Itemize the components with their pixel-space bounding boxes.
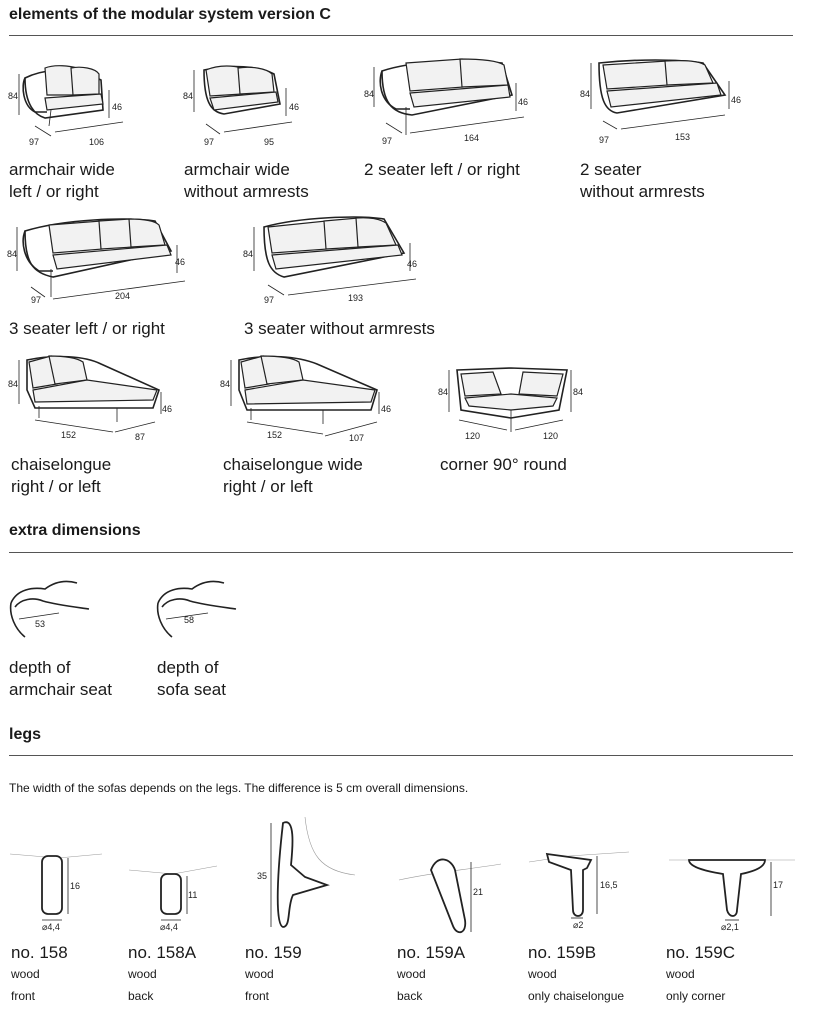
dim-height: 84 <box>7 249 17 259</box>
dim-width: 164 <box>464 133 479 143</box>
dim-leg-height: 21 <box>473 887 483 897</box>
dim-seat: 46 <box>112 102 122 112</box>
element-caption: 3 seater left / or right <box>9 319 165 338</box>
armchair-seat-depth-drawing: 53 <box>9 580 90 638</box>
leg-159C-drawing: 17 ⌀2,1 <box>669 859 795 932</box>
armchair-wide-drawing: 84 46 97 106 <box>8 65 124 147</box>
armchair-no-arms-drawing: 84 46 97 95 <box>183 65 299 147</box>
dim-depth: 97 <box>382 136 392 146</box>
leg-info: no. 158A wood back <box>128 943 197 1003</box>
dim-leg-height: 35 <box>257 871 267 881</box>
dim-height: 84 <box>183 91 193 101</box>
dim-depth: 97 <box>264 295 274 305</box>
dim-seat-depth: 58 <box>184 615 194 625</box>
leg-info: no. 158 wood front <box>11 943 68 1003</box>
leg-info: no. 159 wood front <box>245 943 302 1003</box>
divider <box>9 552 793 553</box>
section-title-extra: extra dimensions <box>9 522 141 539</box>
three-seater-drawing: 84 46 97 204 <box>7 218 186 305</box>
dim-depth: 152 <box>267 430 282 440</box>
dim-leg-height: 11 <box>188 890 197 900</box>
divider <box>9 755 793 756</box>
section-title-legs: legs <box>9 726 42 743</box>
legs-note: The width of the sofas depends on the le… <box>9 781 469 795</box>
leg-158-drawing: 16 ⌀4,4 <box>9 853 103 932</box>
leg-159B-drawing: 16,5 ⌀2 <box>528 851 630 930</box>
dim-width: 193 <box>348 293 363 303</box>
dim-height: 84 <box>364 89 374 99</box>
dim-depth: 97 <box>29 137 39 147</box>
dim-width: 87 <box>135 432 145 442</box>
dim-depth: 152 <box>61 430 76 440</box>
leg-info: no. 159A wood back <box>397 943 466 1003</box>
dim-depth: 97 <box>31 295 41 305</box>
element-caption: 3 seater without armrests <box>244 319 435 338</box>
dim-depth: 97 <box>204 137 214 147</box>
dim-seat: 46 <box>407 259 417 269</box>
dim-height: 84 <box>580 89 590 99</box>
two-seater-drawing: 84 46 97 164 <box>364 58 528 146</box>
dim-seat: 46 <box>175 257 185 267</box>
dim-seat-depth: 53 <box>35 619 45 629</box>
dim-leg-diameter: ⌀4,4 <box>42 922 60 932</box>
leg-158A-drawing: 11 ⌀4,4 <box>128 865 218 932</box>
dim-width: 120 <box>543 431 558 441</box>
three-seater-no-arms-drawing: 84 46 97 193 <box>243 216 417 305</box>
divider <box>9 35 793 36</box>
dim-depth: 120 <box>465 431 480 441</box>
element-caption: 2 seater left / or right <box>364 160 520 179</box>
dim-leg-height: 16 <box>70 881 80 891</box>
dim-seat: 46 <box>731 95 741 105</box>
element-caption: corner 90° round <box>440 455 567 474</box>
leg-159-drawing: 35 <box>257 816 356 928</box>
dim-height-left: 84 <box>438 387 448 397</box>
dim-seat: 46 <box>289 102 299 112</box>
chaiselongue-wide-drawing: 84 46 152 107 <box>220 355 391 443</box>
section-title-modular: elements of the modular system version C <box>9 6 331 23</box>
chaiselongue-drawing: 84 46 152 87 <box>8 355 172 442</box>
leg-info: no. 159B wood only chaiselongue <box>528 943 625 1003</box>
dim-seat: 46 <box>162 404 172 414</box>
dim-height: 84 <box>8 379 18 389</box>
dim-seat: 46 <box>518 97 528 107</box>
dim-width: 95 <box>264 137 274 147</box>
dim-height-right: 84 <box>573 387 583 397</box>
leg-info: no. 159C wood only corner <box>666 943 735 1003</box>
dim-height: 84 <box>8 91 18 101</box>
leg-159A-drawing: 21 <box>398 858 502 934</box>
dim-leg-diameter: ⌀4,4 <box>160 922 178 932</box>
dim-leg-height: 17 <box>773 880 783 890</box>
dim-leg-diameter: ⌀2,1 <box>721 922 739 932</box>
dim-leg-height: 16,5 <box>600 880 618 890</box>
dim-depth: 97 <box>599 135 609 145</box>
corner-drawing: 84 84 120 120 <box>438 367 583 441</box>
two-seater-no-arms-drawing: 84 46 97 153 <box>580 59 741 145</box>
dim-width: 204 <box>115 291 130 301</box>
dim-width: 153 <box>675 132 690 142</box>
dim-seat: 46 <box>381 404 391 414</box>
sofa-seat-depth-drawing: 58 <box>156 580 237 638</box>
dim-width: 107 <box>349 433 364 443</box>
dim-height: 84 <box>220 379 230 389</box>
dim-width: 106 <box>89 137 104 147</box>
dim-height: 84 <box>243 249 253 259</box>
dim-leg-diameter: ⌀2 <box>573 920 583 930</box>
